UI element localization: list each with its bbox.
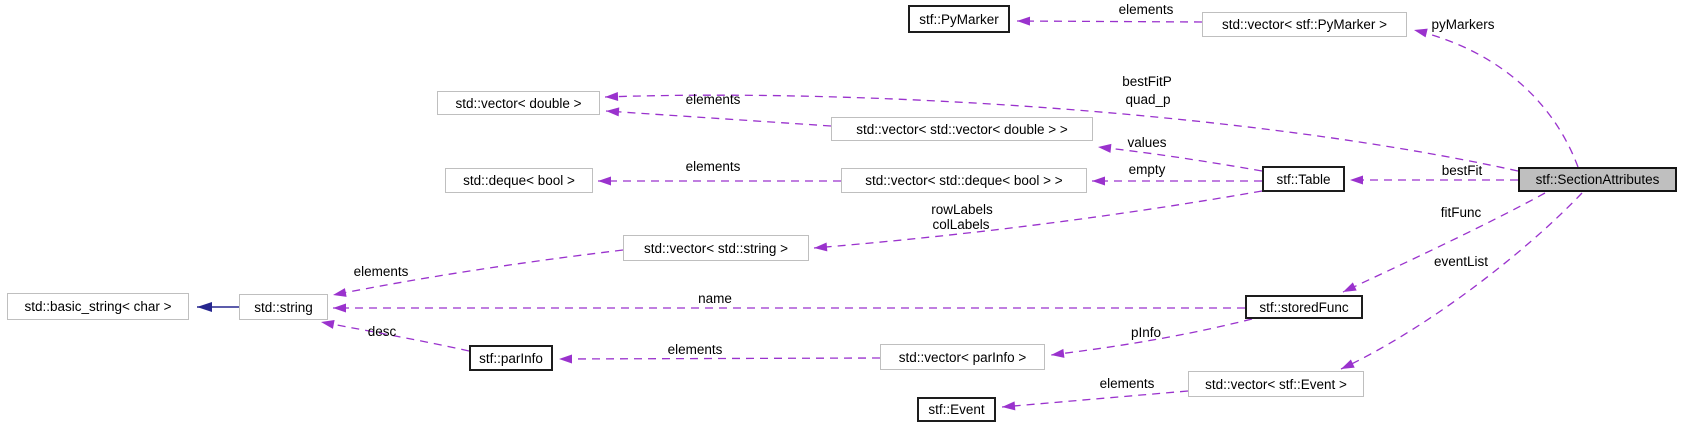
edge-label-desc: desc [367, 324, 397, 339]
edge-label-pinfo: pInfo [1130, 325, 1162, 340]
node-stf-pymarker[interactable]: stf::PyMarker [908, 5, 1010, 33]
edge-label-elements-event: elements [1099, 376, 1155, 391]
node-basic-string-char[interactable]: std::basic_string< char > [7, 293, 189, 320]
node-vector-vector-double[interactable]: std::vector< std::vector< double > > [831, 117, 1093, 141]
edge-rowlabels-collabels [813, 190, 1263, 252]
edge-pymarkers [1413, 28, 1579, 168]
node-deque-bool[interactable]: std::deque< bool > [445, 168, 593, 193]
edge-elements-string [332, 249, 624, 297]
edge-label-elements-string: elements [353, 264, 409, 279]
edge-label-quadp: quad_p [1125, 92, 1171, 107]
edge-label-elements-pymarker: elements [1118, 2, 1174, 17]
edge-elements-pymarker [1016, 16, 1203, 26]
edge-desc [320, 319, 470, 352]
node-vector-deque-bool[interactable]: std::vector< std::deque< bool > > [841, 168, 1087, 193]
edge-label-collabels: colLabels [932, 217, 990, 232]
edge-label-eventlist: eventList [1433, 254, 1489, 269]
edge-label-fitfunc: fitFunc [1440, 205, 1482, 220]
edge-eventlist [1340, 192, 1583, 370]
node-stf-table[interactable]: stf::Table [1262, 166, 1345, 192]
edge-label-values: values [1127, 135, 1167, 150]
edge-elements-parinfo [558, 354, 881, 364]
edge-values [1097, 143, 1263, 172]
node-vector-stf-event[interactable]: std::vector< stf::Event > [1188, 371, 1364, 397]
node-stf-parinfo[interactable]: stf::parInfo [469, 345, 553, 371]
node-std-string[interactable]: std::string [239, 294, 328, 320]
edge-elements-double [605, 107, 832, 127]
node-stf-section-attributes[interactable]: stf::SectionAttributes [1518, 167, 1677, 192]
edge-label-name: name [698, 291, 732, 306]
edge-label-elements-parinfo: elements [667, 342, 723, 357]
node-stf-storedfunc[interactable]: stf::storedFunc [1245, 295, 1363, 319]
node-vector-stf-pymarker[interactable]: std::vector< stf::PyMarker > [1202, 12, 1407, 37]
edge-label-rowlabels: rowLabels [931, 202, 993, 217]
edge-label-elements-deque: elements [685, 159, 741, 174]
node-vector-double[interactable]: std::vector< double > [437, 91, 600, 115]
edge-pinfo [1050, 318, 1253, 358]
node-vector-string[interactable]: std::vector< std::string > [623, 235, 809, 261]
edge-label-bestfitp: bestFitP [1122, 74, 1172, 89]
edge-label-bestfit: bestFit [1441, 163, 1483, 178]
edge-bestfitp-quadp [604, 92, 1519, 172]
edge-fitfunc [1342, 192, 1546, 293]
edge-elements-event [1001, 390, 1189, 411]
edge-label-empty: empty [1128, 162, 1166, 177]
node-stf-event[interactable]: stf::Event [917, 397, 996, 422]
edge-label-pymarkers: pyMarkers [1431, 17, 1495, 32]
node-vector-parinfo[interactable]: std::vector< parInfo > [880, 344, 1045, 370]
edge-label-elements-double: elements [685, 92, 741, 107]
